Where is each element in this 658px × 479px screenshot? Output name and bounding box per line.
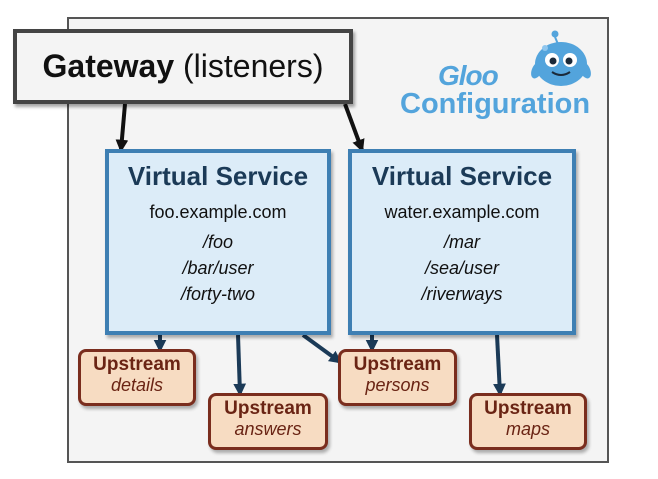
arrow-gateway-to-vs1 — [115, 103, 129, 153]
route-list: /foo /bar/user /forty-two — [109, 229, 327, 307]
upstream-maps: Upstream maps — [469, 393, 587, 450]
brand-block: Gloo Configuration — [398, 60, 598, 120]
route-item: /riverways — [421, 284, 503, 304]
virtual-service-foo: Virtual Service foo.example.com /foo /ba… — [105, 149, 331, 335]
arrow-gateway-to-vs2 — [343, 103, 365, 153]
route-item: /bar/user — [182, 258, 254, 278]
upstream-details: Upstream details — [78, 349, 196, 406]
route-item: /forty-two — [180, 284, 255, 304]
route-item: /sea/user — [424, 258, 500, 278]
virtual-service-title: Virtual Service — [127, 161, 309, 191]
route-item: /foo — [202, 232, 234, 252]
upstream-name: details — [110, 375, 164, 395]
arrow-vs2-to-maps — [493, 334, 506, 397]
gloo-mascot-icon — [531, 30, 591, 86]
route-list: /mar /sea/user /riverways — [352, 229, 572, 307]
upstream-title: Upstream — [224, 398, 312, 419]
gateway-sublabel: (listeners) — [174, 48, 324, 84]
configuration-title: Configuration — [400, 88, 591, 120]
gateway-box: Gateway (listeners) — [13, 29, 353, 104]
virtual-service-water: Virtual Service water.example.com /mar /… — [348, 149, 576, 335]
upstream-name: answers — [234, 419, 302, 439]
virtual-service-host: foo.example.com — [149, 202, 287, 222]
upstream-title: Upstream — [93, 354, 181, 375]
upstream-title: Upstream — [484, 398, 572, 419]
virtual-service-title: Virtual Service — [371, 161, 553, 191]
arrow-vs1-to-persons — [301, 333, 343, 364]
gateway-label: Gateway — [42, 48, 175, 84]
upstream-persons: Upstream persons — [338, 349, 457, 406]
upstream-name: persons — [365, 375, 430, 395]
upstream-title: Upstream — [353, 354, 442, 375]
arrow-vs1-to-answers — [233, 334, 247, 397]
route-item: /mar — [444, 232, 480, 252]
upstream-answers: Upstream answers — [208, 393, 328, 450]
upstream-name: maps — [505, 419, 550, 439]
virtual-service-host: water.example.com — [384, 202, 540, 222]
gloo-logo: Gloo — [438, 60, 499, 91]
